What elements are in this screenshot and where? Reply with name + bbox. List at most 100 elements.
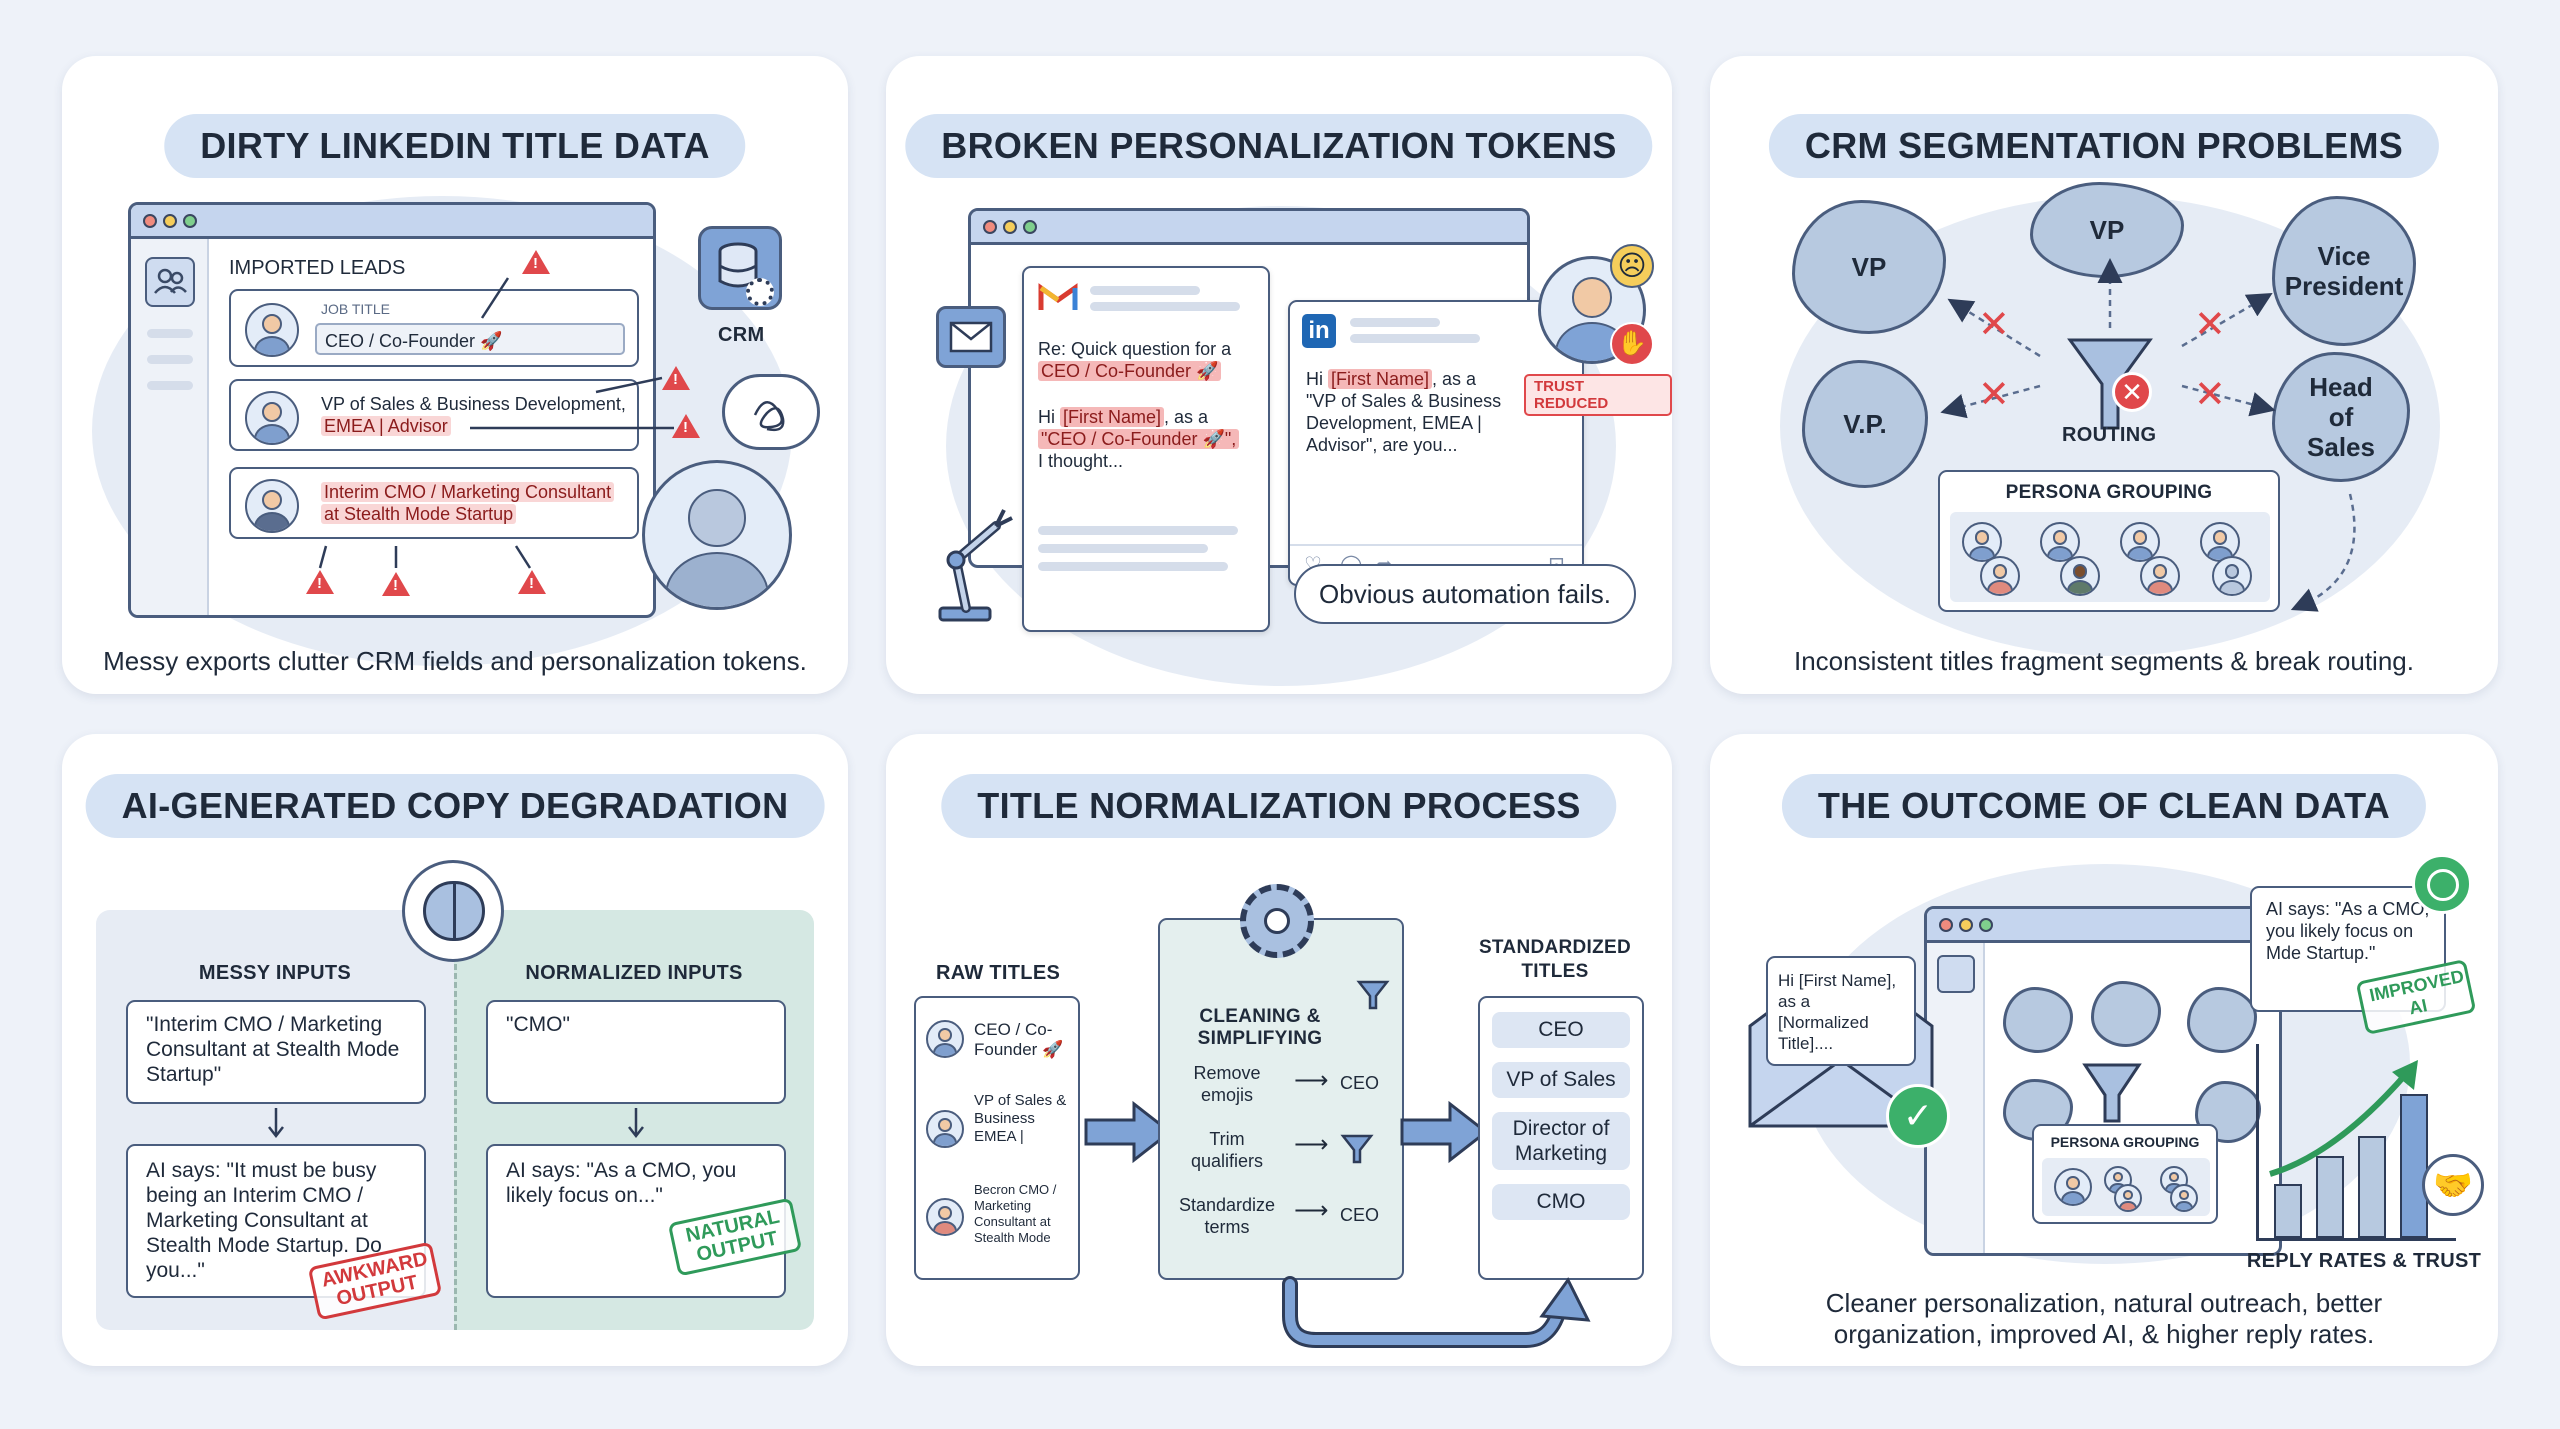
warning-icon — [672, 414, 700, 438]
linkedin-badge: in — [1302, 314, 1336, 348]
raw-titles-heading: RAW TITLES — [936, 962, 1061, 984]
trust-reduced-badge: TRUST REDUCED — [1524, 374, 1672, 416]
panel-title: DIRTY LINKEDIN TITLE DATA — [164, 114, 746, 178]
mail-icon — [936, 306, 1006, 368]
panel-title-normalization: TITLE NORMALIZATION PROCESS RAW TITLES C… — [886, 734, 1672, 1366]
arrow-icon — [1084, 1100, 1174, 1164]
standardized-heading: STANDARDIZED TITLES — [1478, 937, 1632, 982]
funnel-icon — [2060, 332, 2160, 442]
avatar — [2054, 1168, 2092, 1206]
panel-broken-tokens: BROKEN PERSONALIZATION TOKENS Re: Quick … — [886, 56, 1672, 694]
arrow-icon — [1400, 1100, 1490, 1164]
bar — [2274, 1184, 2302, 1238]
panel-crm-segmentation: CRM SEGMENTATION PROBLEMS VP VP Vice Pre… — [1710, 56, 2498, 694]
avatar — [926, 1110, 964, 1148]
funnel-icon — [2079, 1059, 2145, 1129]
arrow-glyph: ⟶ — [1294, 1131, 1329, 1158]
lead-row-1[interactable]: JOB TITLE CEO / Co-Founder 🚀 — [229, 289, 639, 367]
raw-title-2: VP of Sales & Business EMEA | — [974, 1092, 1067, 1145]
raw-titles-box: CEO / Co-Founder 🚀 VP of Sales & Busines… — [914, 996, 1080, 1280]
messy-input-box: "Interim CMO / Marketing Consultant at S… — [126, 1000, 426, 1104]
job-title-field[interactable]: CEO / Co-Founder 🚀 — [315, 323, 625, 355]
normalized-inputs-heading: NORMALIZED INPUTS — [525, 962, 743, 984]
cleaning-box: CLEANING & SIMPLIFYING Remove emojis ⟶ C… — [1158, 918, 1404, 1280]
avatar — [2060, 556, 2100, 596]
people-icon — [145, 257, 195, 307]
leads-window: IMPORTED LEADS JOB TITLE CEO / Co-Founde… — [128, 202, 656, 618]
clean-email-card: Hi [First Name], as a [Normalized Title]… — [1766, 956, 1916, 1066]
panel-dirty-linkedin-data: DIRTY LINKEDIN TITLE DATA IMPORTED LEADS… — [62, 56, 848, 694]
segment-blob-vp-left: VP — [1792, 200, 1946, 334]
segment-blob-vice-president: Vice President — [2272, 196, 2416, 346]
routing-label: ROUTING — [2062, 424, 2157, 446]
panel-ai-copy-degradation: AI-GENERATED COPY DEGRADATION MESSY INPU… — [62, 734, 848, 1366]
window-sidebar — [131, 239, 209, 615]
panel-caption: Cleaner personalization, natural outreac… — [1825, 1288, 2383, 1349]
gear-icon — [746, 278, 774, 306]
linkedin-card[interactable]: in Hi [First Name], as a "VP of Sales & … — [1288, 300, 1584, 586]
segment-blob-v-p: V.P. — [1802, 360, 1928, 488]
step-remove-emojis: Remove emojis — [1193, 1063, 1261, 1105]
email-body: Hi [First Name], as a "CEO / Co-Founder … — [1038, 406, 1266, 472]
x-icon: ✕ — [1978, 374, 2010, 416]
panel-outcome-clean-data: THE OUTCOME OF CLEAN DATA PERSONA GROUPI… — [1710, 734, 2498, 1366]
avatar — [245, 479, 299, 533]
panel-title: THE OUTCOME OF CLEAN DATA — [1781, 774, 2427, 838]
std-title-director-marketing: Director of Marketing — [1492, 1112, 1630, 1170]
warning-icon — [306, 570, 334, 594]
x-icon: ✕ — [2194, 374, 2226, 416]
std-title-cmo: CMO — [1492, 1184, 1630, 1220]
trend-arrow-icon — [2269, 1060, 2418, 1177]
reply-rates-label: REPLY RATES & TRUST — [2246, 1250, 2482, 1272]
reply-rate-chart — [2256, 1044, 2456, 1244]
avatar — [2040, 522, 2080, 562]
std-title-vp-sales: VP of Sales — [1492, 1062, 1630, 1098]
segment-blob — [2091, 981, 2161, 1047]
avatar — [1962, 522, 2002, 562]
step-remove-output: CEO — [1340, 1073, 1380, 1093]
routing-arrows — [1940, 258, 2356, 612]
segment-blob — [2187, 987, 2257, 1053]
avatar — [1980, 556, 2020, 596]
warning-icon — [382, 572, 410, 596]
avatar — [2114, 1184, 2142, 1212]
funnel-icon — [1356, 978, 1390, 1012]
linkedin-body: Hi [First Name], as a "VP of Sales & Bus… — [1306, 369, 1502, 455]
panel-title: TITLE NORMALIZATION PROCESS — [941, 774, 1617, 838]
warning-icon — [662, 366, 690, 390]
panel-title: AI-GENERATED COPY DEGRADATION — [85, 774, 825, 838]
normalized-input-box: "CMO" — [486, 1000, 786, 1104]
x-icon: ✕ — [2194, 304, 2226, 346]
avatar — [2212, 556, 2252, 596]
segment-blob-head-of-sales: Head of Sales — [2272, 352, 2410, 482]
segment-blob — [2003, 987, 2073, 1053]
gmail-icon — [1038, 282, 1078, 312]
imported-leads-heading: IMPORTED LEADS — [229, 257, 406, 279]
avatar — [2140, 556, 2180, 596]
flow-arrows — [268, 1108, 644, 1139]
brain-icon — [402, 860, 504, 962]
standardized-box: CEO VP of Sales Director of Marketing CM… — [1478, 996, 1644, 1280]
avatar — [926, 1020, 964, 1058]
linkedin-actions — [1290, 544, 1582, 546]
raw-title-3: Becron CMO / Marketing Consultant at Ste… — [974, 1182, 1057, 1245]
robot-arm-icon — [926, 496, 1026, 626]
panel-caption: Messy exports clutter CRM fields and per… — [103, 646, 807, 676]
panel-title: BROKEN PERSONALIZATION TOKENS — [905, 114, 1653, 178]
lead-row-2[interactable]: VP of Sales & Business Development,EMEA … — [229, 379, 639, 451]
people-icon — [1937, 955, 1975, 993]
avatar — [245, 303, 299, 357]
panel-caption: Inconsistent titles fragment segments & … — [1794, 646, 2414, 676]
loop-arrow — [1282, 1276, 1591, 1348]
user-avatar-icon — [642, 460, 792, 610]
persona-grouping-box: PERSONA GROUPING — [1938, 470, 2280, 612]
segment-blob — [2195, 1081, 2261, 1143]
error-icon: ✕ — [2112, 372, 2152, 412]
panel-title: CRM SEGMENTATION PROBLEMS — [1768, 114, 2440, 178]
bar — [2358, 1136, 2386, 1238]
avatar — [245, 391, 299, 445]
warning-icon — [522, 250, 550, 274]
